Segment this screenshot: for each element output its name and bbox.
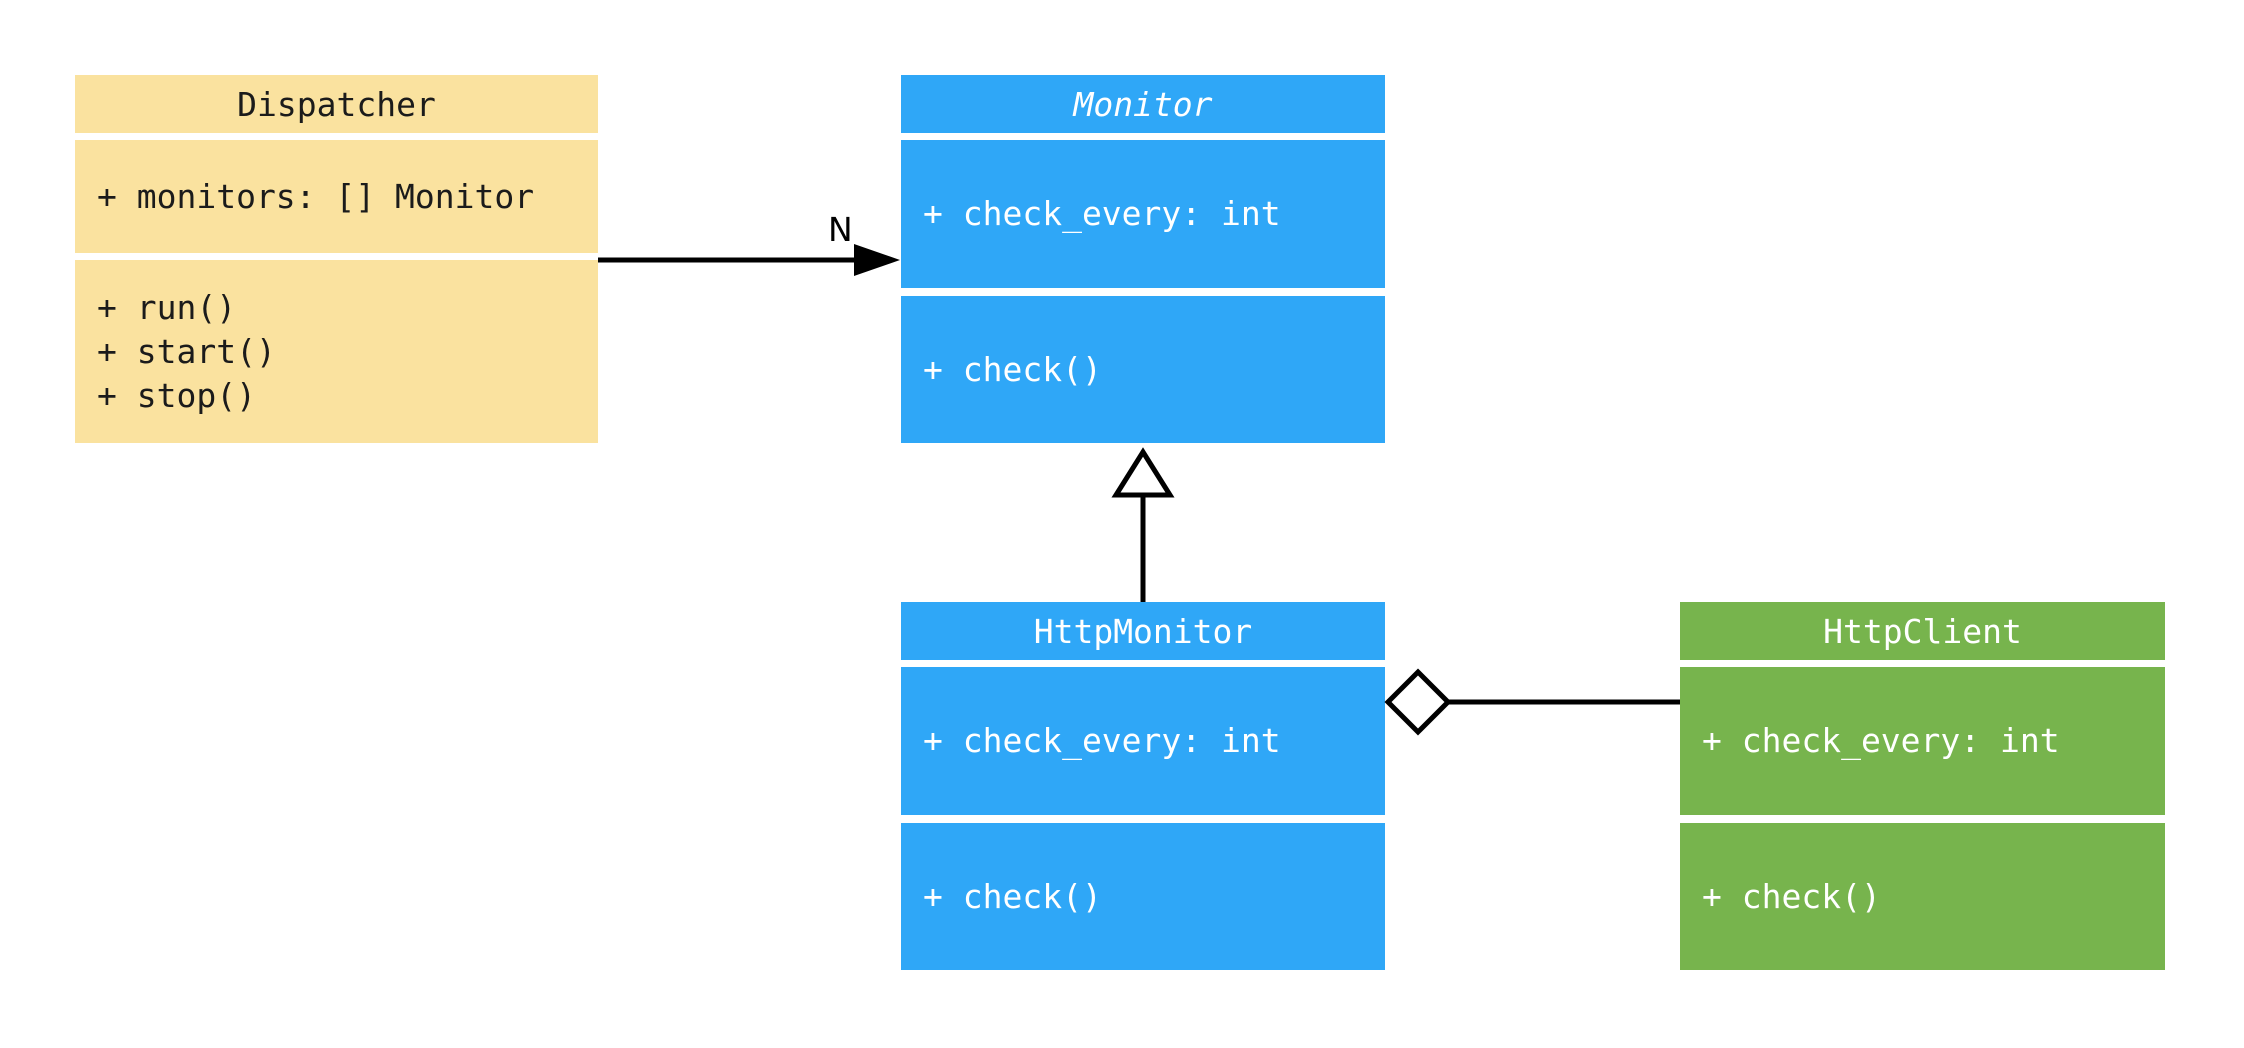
method-line: + stop() xyxy=(97,375,256,415)
class-title-dispatcher: Dispatcher xyxy=(75,75,598,133)
method-line: + check() xyxy=(1702,876,1881,916)
class-title-httpmonitor: HttpMonitor xyxy=(901,602,1385,660)
methods-compartment-dispatcher: + run() + start() + stop() xyxy=(75,260,598,443)
class-title-monitor: Monitor xyxy=(901,75,1385,133)
attributes-compartment-httpmonitor: + check_every: int xyxy=(901,667,1385,815)
class-node-httpclient[interactable]: HttpClient + check_every: int + check() xyxy=(1680,602,2165,970)
attribute-line: + monitors: [] Monitor xyxy=(97,176,535,216)
attributes-compartment-httpclient: + check_every: int xyxy=(1680,667,2165,815)
method-line: + start() xyxy=(97,331,276,371)
methods-compartment-monitor: + check() xyxy=(901,296,1385,443)
class-title-httpclient: HttpClient xyxy=(1680,602,2165,660)
attributes-compartment-dispatcher: + monitors: [] Monitor xyxy=(75,140,598,253)
association-multiplicity-label: N xyxy=(828,210,853,249)
attributes-compartment-monitor: + check_every: int xyxy=(901,140,1385,288)
class-node-monitor[interactable]: Monitor + check_every: int + check() xyxy=(901,75,1385,443)
attribute-line: + check_every: int xyxy=(923,721,1281,760)
aggregation-diamond-icon xyxy=(1384,668,1452,736)
method-line: + check() xyxy=(923,349,1102,389)
method-line: + check() xyxy=(923,876,1102,916)
methods-compartment-httpclient: + check() xyxy=(1680,823,2165,970)
attribute-line: + check_every: int xyxy=(1702,721,2060,760)
association-arrowhead-icon xyxy=(854,244,900,276)
class-node-httpmonitor[interactable]: HttpMonitor + check_every: int + check() xyxy=(901,602,1385,970)
class-node-dispatcher[interactable]: Dispatcher + monitors: [] Monitor + run(… xyxy=(75,75,598,443)
inheritance-triangle-icon xyxy=(1111,447,1175,498)
methods-compartment-httpmonitor: + check() xyxy=(901,823,1385,970)
method-line: + run() xyxy=(97,287,237,327)
attribute-line: + check_every: int xyxy=(923,194,1281,233)
